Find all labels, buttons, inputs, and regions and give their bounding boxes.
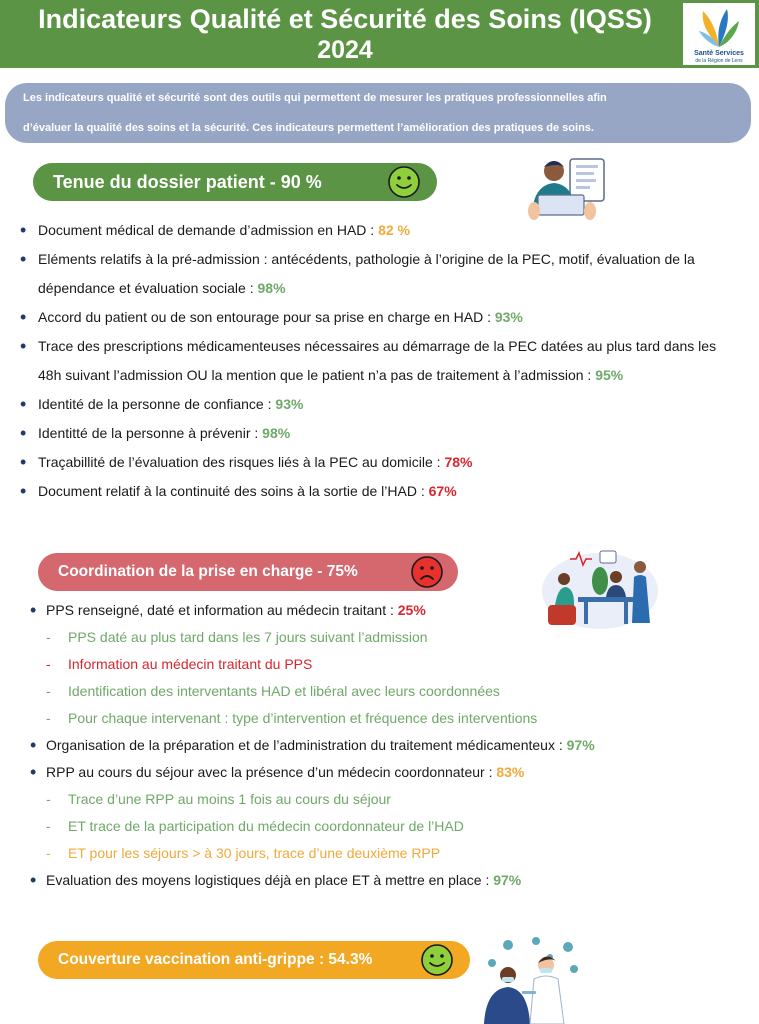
list-item: Accord du patient ou de son entourage po…: [20, 303, 740, 332]
happy-face-icon: [421, 944, 453, 976]
section-dossier-title: Tenue du dossier patient - 90 %: [33, 163, 437, 201]
list-subitem: Information au médecin traitant du PPS: [30, 651, 740, 678]
logo: Santé Services de la Région de Lens: [683, 3, 755, 65]
list-item: Traçabillité de l’évaluation des risques…: [20, 448, 740, 477]
list-subitem: ET trace de la participation du médecin …: [30, 813, 740, 840]
logo-leaves-icon: [699, 9, 739, 47]
list-item: Identitté de la personne à prévenir : 98…: [20, 419, 740, 448]
list-item: PPS renseigné, daté et information au mé…: [30, 597, 740, 624]
section-vaccination-label: Couverture vaccination anti-grippe : 54.…: [58, 951, 373, 968]
logo-region: de la Région de Lens: [695, 58, 743, 64]
section-coordination-label: Coordination de la prise en charge - 75%: [58, 563, 358, 580]
list-item: Document relatif à la continuité des soi…: [20, 477, 740, 506]
page-year: 2024: [317, 36, 373, 64]
dossier-indicator-list: Document médical de demande d’admission …: [20, 216, 740, 506]
vaccination-illustration: [484, 937, 578, 1024]
sad-face-icon: [411, 556, 443, 588]
list-item: RPP au cours du séjour avec la présence …: [30, 759, 740, 786]
happy-face-icon: [388, 166, 420, 198]
intro-line-1: Les indicateurs qualité et sécurité sont…: [23, 92, 607, 104]
section-vaccination-title: Couverture vaccination anti-grippe : 54.…: [38, 941, 470, 979]
list-item: Eléments relatifs à la pré-admission : a…: [20, 245, 740, 303]
intro-line-2: d’évaluer la qualité des soins et la séc…: [23, 122, 594, 134]
list-item: Organisation de la préparation et de l’a…: [30, 732, 740, 759]
logo-name: Santé Services: [694, 50, 744, 57]
list-subitem: PPS daté au plus tard dans les 7 jours s…: [30, 624, 740, 651]
list-item: Trace des prescriptions médicamenteuses …: [20, 332, 740, 390]
coordination-indicator-list: PPS renseigné, daté et information au mé…: [30, 597, 740, 894]
list-item: Identité de la personne de confiance : 9…: [20, 390, 740, 419]
page-title: Indicateurs Qualité et Sécurité des Soin…: [38, 4, 652, 34]
intro-banner: Les indicateurs qualité et sécurité sont…: [5, 83, 751, 143]
page-header: Indicateurs Qualité et Sécurité des Soin…: [0, 0, 759, 68]
list-subitem: ET pour les séjours > à 30 jours, trace …: [30, 840, 740, 867]
list-subitem: Pour chaque intervenant : type d’interve…: [30, 705, 740, 732]
list-item: Document médical de demande d’admission …: [20, 216, 740, 245]
list-subitem: Trace d’une RPP au moins 1 fois au cours…: [30, 786, 740, 813]
section-dossier-label: Tenue du dossier patient - 90 %: [53, 172, 322, 192]
list-subitem: Identification des interventants HAD et …: [30, 678, 740, 705]
section-coordination-title: Coordination de la prise en charge - 75%: [38, 553, 458, 591]
doctor-tablet-illustration: [528, 158, 605, 220]
list-item: Evaluation des moyens logistiques déjà e…: [30, 867, 740, 894]
